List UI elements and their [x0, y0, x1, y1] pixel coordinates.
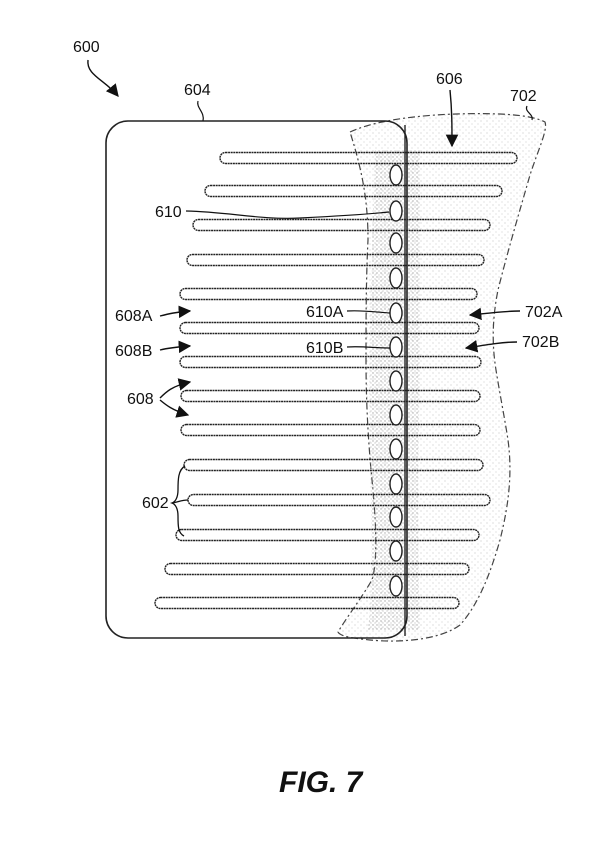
label-702: 702	[510, 88, 537, 105]
leader-604	[197, 100, 204, 122]
finger-602	[154, 596, 460, 610]
finger-602	[186, 253, 485, 267]
figure-caption: FIG. 7	[279, 766, 364, 799]
label-602: 602	[142, 495, 169, 512]
arrow-608-up	[159, 378, 192, 399]
label-600: 600	[73, 39, 100, 56]
electrode-610	[389, 438, 403, 460]
electrode-610	[389, 370, 403, 392]
electrode-group	[389, 164, 403, 597]
electrode-610	[389, 200, 403, 222]
electrode-610	[389, 164, 403, 186]
arrow-600	[87, 59, 119, 97]
arrow-606	[445, 89, 459, 148]
label-608a: 608A	[115, 308, 153, 325]
electrode-610	[389, 575, 403, 597]
finger-602	[180, 389, 481, 403]
finger-602	[183, 458, 484, 472]
finger-602	[204, 184, 503, 198]
arrow-702b	[464, 340, 518, 353]
finger-602	[175, 528, 480, 542]
finger-group	[154, 151, 518, 610]
brace-602	[169, 465, 189, 537]
label-606: 606	[436, 71, 463, 88]
finger-602	[219, 151, 518, 165]
arrow-608a	[159, 305, 192, 319]
electrode-610	[389, 302, 403, 324]
label-610: 610	[155, 204, 182, 221]
leader-610	[185, 210, 390, 219]
arrow-608-down	[159, 399, 190, 418]
arrow-608b	[159, 340, 192, 354]
finger-602	[179, 321, 480, 335]
finger-602	[164, 562, 470, 576]
finger-602	[180, 423, 481, 437]
arrow-702a	[468, 307, 521, 321]
electrode-610	[389, 336, 403, 358]
label-608b: 608B	[115, 343, 152, 360]
electrode-610	[389, 473, 403, 495]
label-608: 608	[127, 391, 154, 408]
finger-602	[179, 287, 478, 301]
label-604: 604	[184, 82, 211, 99]
electrode-610	[389, 506, 403, 528]
label-702a: 702A	[525, 304, 563, 321]
electrode-610	[389, 232, 403, 254]
label-610b: 610B	[306, 340, 343, 357]
finger-602	[179, 355, 482, 369]
label-702b: 702B	[522, 334, 559, 351]
outline-604	[105, 120, 408, 639]
label-610a: 610A	[306, 304, 344, 321]
zone-702-outline	[337, 113, 547, 642]
leader-610a	[346, 310, 391, 314]
leader-702	[525, 105, 533, 121]
leader-610b	[346, 346, 391, 349]
electrode-610	[389, 267, 403, 289]
finger-602	[192, 218, 491, 232]
electrode-610	[389, 540, 403, 562]
electrode-610	[389, 404, 403, 426]
